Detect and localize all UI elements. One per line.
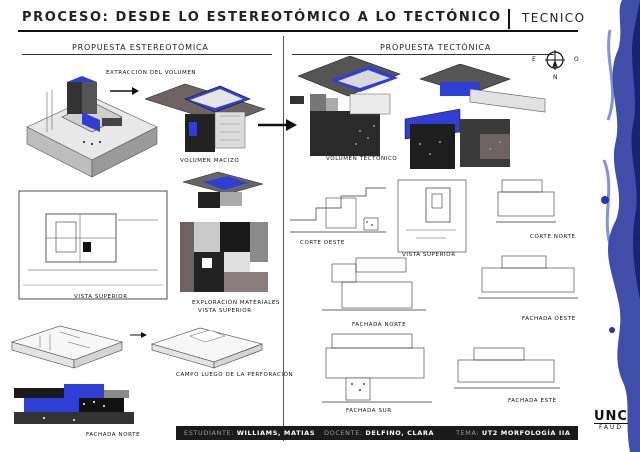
label-corte-oeste: CORTE OESTE — [300, 240, 345, 246]
label-exploracion-1: EXPLORACIÓN MATERIALES — [192, 300, 281, 306]
elevation-fachada-oeste — [478, 255, 578, 299]
section-left-rule — [22, 54, 272, 55]
arrow-extraction — [110, 87, 139, 95]
label-vista-superior-left: VISTA SUPERIOR — [74, 294, 128, 300]
sketch-model-after — [150, 327, 263, 369]
label-volumen-tectonico: VOLUMEN TECTÓNICO — [326, 156, 398, 162]
label-corte-norte: CORTE NORTE — [530, 234, 576, 240]
section-right-rule — [292, 54, 554, 55]
elevation-fachada-norte-right — [322, 257, 426, 311]
material-exploration-top — [176, 218, 272, 296]
north-compass: E O N — [532, 44, 579, 90]
page-title: PROCESO: DESDE LO ESTEREOTÓMICO A LO TEC… — [22, 10, 502, 25]
arrow-perforation — [130, 332, 147, 338]
logo-sub: FAUD — [594, 423, 628, 431]
label-extraccion: EXTRACCIÓN DEL VOLUMEN — [106, 70, 197, 76]
section-left-title: PROPUESTA ESTEREOTÓMICA — [72, 43, 209, 52]
footer-teacher: DOCENTE: DELFINO, CLARA — [324, 429, 434, 437]
logo-main: UNC — [594, 409, 628, 424]
title-separator — [508, 9, 510, 29]
elevation-fachada-este — [454, 347, 560, 389]
elevation-fachada-sur — [322, 333, 432, 403]
label-exploracion-2: VISTA SUPERIOR — [198, 308, 252, 314]
extracted-volume — [145, 83, 266, 152]
tectonic-model-1 — [290, 56, 401, 156]
section-corte-norte — [496, 179, 556, 223]
plan-vista-superior-right — [397, 179, 467, 253]
section-corte-oeste — [290, 187, 386, 233]
footer-topic-key: TEMA: — [456, 429, 480, 437]
elevation-fachada-norte-left — [14, 384, 134, 424]
compass-e: E — [532, 56, 536, 63]
label-fachada-norte-right: FACHADA NORTE — [352, 322, 407, 328]
footer-topic-value: UT2 MORFOLOGÍA IIA — [481, 429, 571, 437]
compass-o: O — [574, 56, 579, 63]
footer-teacher-key: DOCENTE: — [324, 429, 363, 437]
ink-splash — [601, 0, 640, 452]
title-bar: PROCESO: DESDE LO ESTEREOTÓMICO A LO TEC… — [18, 9, 584, 32]
footer-topic: TEMA: UT2 MORFOLOGÍA IIA — [456, 429, 571, 437]
page-subtitle: TECNICO — [522, 11, 586, 25]
footer-student-value: WILLIAMS, MATIAS — [236, 429, 316, 437]
footer-student-key: ESTUDIANTE: — [184, 429, 235, 437]
material-exploration-3d — [182, 171, 264, 208]
section-right-title: PROPUESTA TECTÓNICA — [380, 43, 492, 52]
footer-teacher-value: DELFINO, CLARA — [365, 429, 435, 437]
center-divider — [283, 36, 284, 441]
arrow-to-tectonic — [258, 119, 297, 131]
label-campo: CAMPO LUEGO DE LA PERFORACIÓN — [176, 372, 294, 378]
label-vista-superior-right: VISTA SUPERIOR — [402, 252, 456, 258]
label-fachada-este: FACHADA ESTE — [508, 398, 557, 404]
stereotomic-massive-model — [26, 76, 158, 178]
sketch-model-before — [10, 325, 123, 369]
label-fachada-norte-left: FACHADA NORTE — [86, 432, 141, 438]
footer-student: ESTUDIANTE: WILLIAMS, MATIAS — [184, 429, 315, 437]
compass-n: N — [553, 74, 558, 81]
unc-faud-logo: UNC FAUD — [594, 410, 628, 431]
label-volumen-macizo: VOLUMEN MACIZO — [180, 158, 240, 164]
plan-vista-superior-left — [18, 190, 168, 300]
label-fachada-sur: FACHADA SUR — [346, 408, 392, 414]
label-fachada-oeste: FACHADA OESTE — [522, 316, 576, 322]
footer-bar: ESTUDIANTE: WILLIAMS, MATIAS DOCENTE: DE… — [176, 426, 578, 440]
tectonic-model-2 — [404, 64, 546, 169]
